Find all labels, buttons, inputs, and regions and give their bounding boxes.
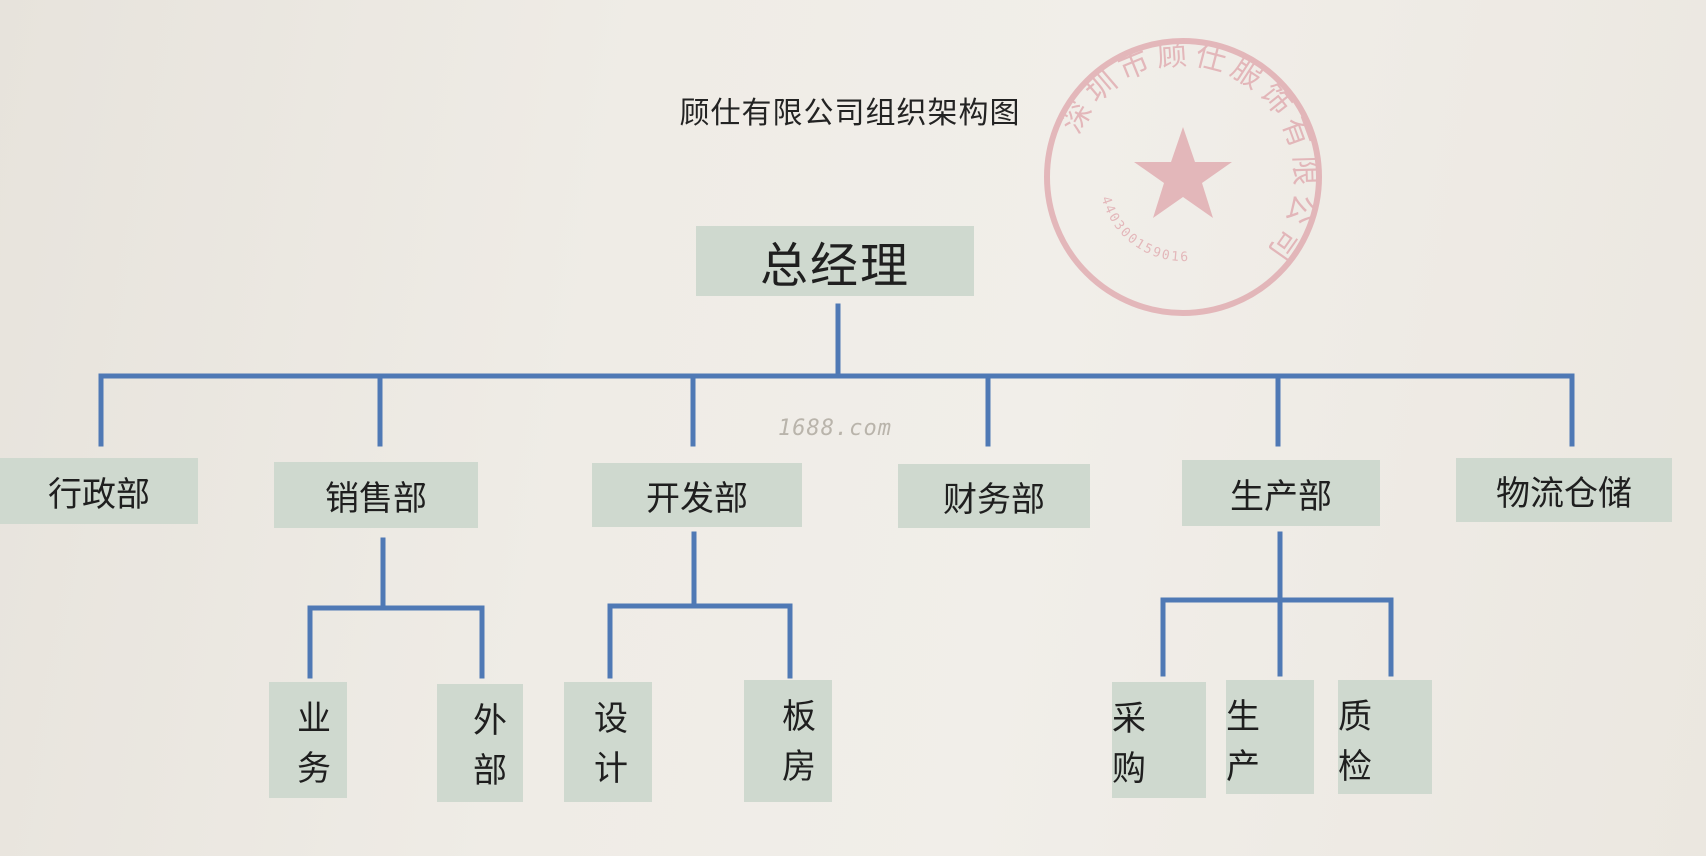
- node-production-dept: 生产部: [1182, 460, 1380, 526]
- node-label-line: 生: [1226, 697, 1260, 737]
- node-label-line: 检: [1338, 747, 1372, 787]
- node-dev-design: 设 计: [564, 682, 652, 802]
- node-label-line: 设: [594, 699, 628, 739]
- node-label-line: 务: [297, 749, 331, 789]
- node-label-line: 板: [782, 697, 816, 737]
- node-label-line: 外: [473, 701, 507, 741]
- node-label: 开发部: [646, 478, 748, 519]
- node-sales-external: 外 部: [437, 684, 523, 802]
- node-label: 行政部: [48, 474, 150, 515]
- node-prod-purchasing: 采 购: [1112, 682, 1206, 798]
- node-label-line: 购: [1112, 749, 1146, 789]
- node-label: 生产部: [1230, 476, 1332, 517]
- seal-star-icon: [1134, 127, 1232, 218]
- node-label-line: 质: [1338, 697, 1372, 737]
- node-general-manager: 总经理: [696, 226, 974, 296]
- node-label: 总经理: [759, 238, 910, 294]
- node-label-line: 房: [782, 747, 816, 787]
- node-label-line: 产: [1226, 747, 1260, 787]
- node-label-line: 计: [594, 749, 628, 789]
- node-finance-dept: 财务部: [898, 464, 1090, 528]
- node-sales-business: 业 务: [269, 682, 347, 798]
- node-label: 销售部: [325, 478, 427, 519]
- node-prod-quality-check: 质 检: [1338, 680, 1432, 794]
- node-label-line: 采: [1112, 699, 1146, 739]
- chart-title: 顾仕有限公司组织架构图: [679, 96, 1021, 131]
- node-label-line: 部: [473, 751, 507, 791]
- node-development-dept: 开发部: [592, 463, 802, 527]
- watermark: 1688.com: [778, 416, 892, 441]
- node-dev-sample-room: 板 房: [744, 680, 832, 802]
- node-label: 物流仓储: [1496, 473, 1632, 514]
- node-logistics-dept: 物流仓储: [1456, 458, 1672, 522]
- node-prod-production: 生 产: [1226, 680, 1314, 794]
- company-seal-stamp: 深圳市顾仕服饰有限公司 440300159016: [1044, 37, 1322, 316]
- node-sales-dept: 销售部: [274, 462, 478, 528]
- node-admin-dept: 行政部: [0, 458, 198, 524]
- node-label: 财务部: [943, 479, 1045, 520]
- node-label-line: 业: [297, 699, 331, 739]
